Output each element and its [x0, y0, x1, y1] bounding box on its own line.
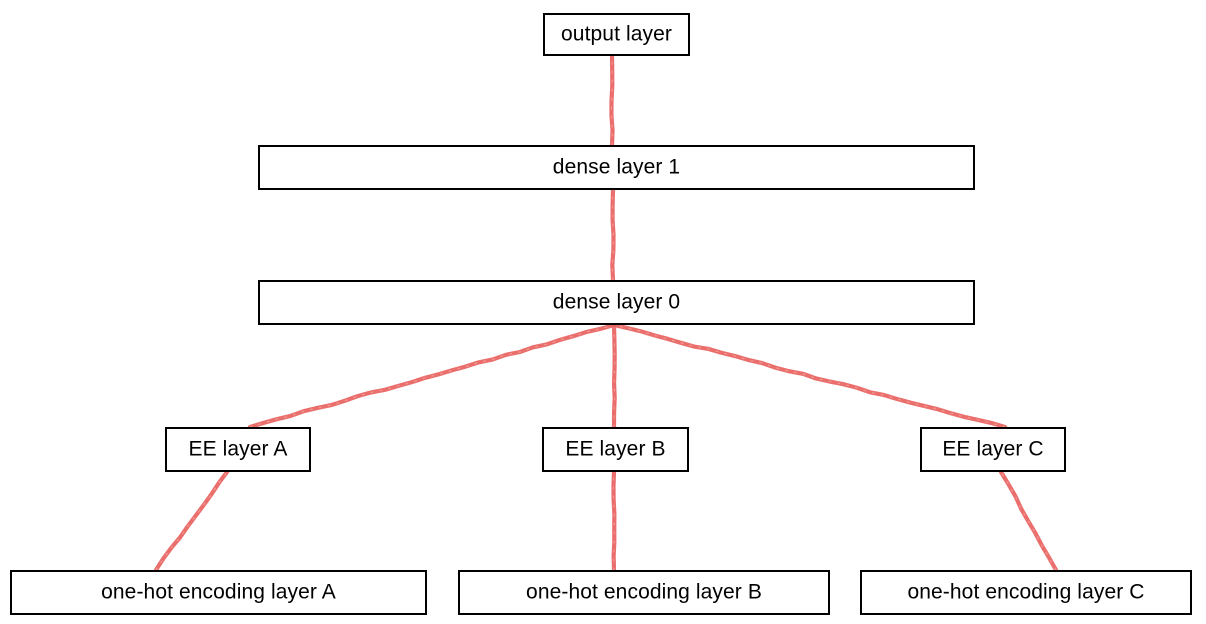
node-dense-layer-0[interactable]: dense layer 0	[258, 280, 975, 325]
edge-dense1-to-output	[609, 53, 615, 148]
node-one-hot-encoding-layer-b[interactable]: one-hot encoding layer B	[458, 570, 830, 615]
node-ee-layer-a[interactable]: EE layer A	[165, 427, 311, 472]
node-label: dense layer 0	[552, 290, 681, 314]
node-output-layer[interactable]: output layer	[543, 13, 690, 56]
node-dense-layer-1[interactable]: dense layer 1	[258, 145, 975, 190]
node-label: one-hot encoding layer C	[907, 580, 1145, 604]
node-ee-layer-c[interactable]: EE layer C	[920, 427, 1066, 472]
edge-ee-c-to-dense0	[611, 322, 1008, 430]
edge-ee-b-to-dense0	[611, 322, 617, 430]
node-label: EE layer A	[188, 437, 288, 461]
node-ee-layer-b[interactable]: EE layer B	[542, 427, 689, 472]
edge-dense0-to-dense1	[610, 187, 616, 283]
node-label: EE layer C	[942, 437, 1044, 461]
node-label: one-hot encoding layer B	[526, 580, 762, 604]
node-label: output layer	[561, 22, 672, 46]
node-label: EE layer B	[565, 437, 666, 461]
edge-ee-a-to-dense0	[247, 322, 617, 430]
edge-onehot-c-to-ee-c	[998, 469, 1059, 573]
node-one-hot-encoding-layer-c[interactable]: one-hot encoding layer C	[860, 570, 1192, 615]
node-label: dense layer 1	[552, 155, 681, 179]
node-one-hot-encoding-layer-a[interactable]: one-hot encoding layer A	[10, 570, 427, 615]
edge-onehot-b-to-ee-b	[611, 469, 617, 573]
node-label: one-hot encoding layer A	[101, 580, 336, 604]
edge-onehot-a-to-ee-a	[153, 469, 230, 573]
